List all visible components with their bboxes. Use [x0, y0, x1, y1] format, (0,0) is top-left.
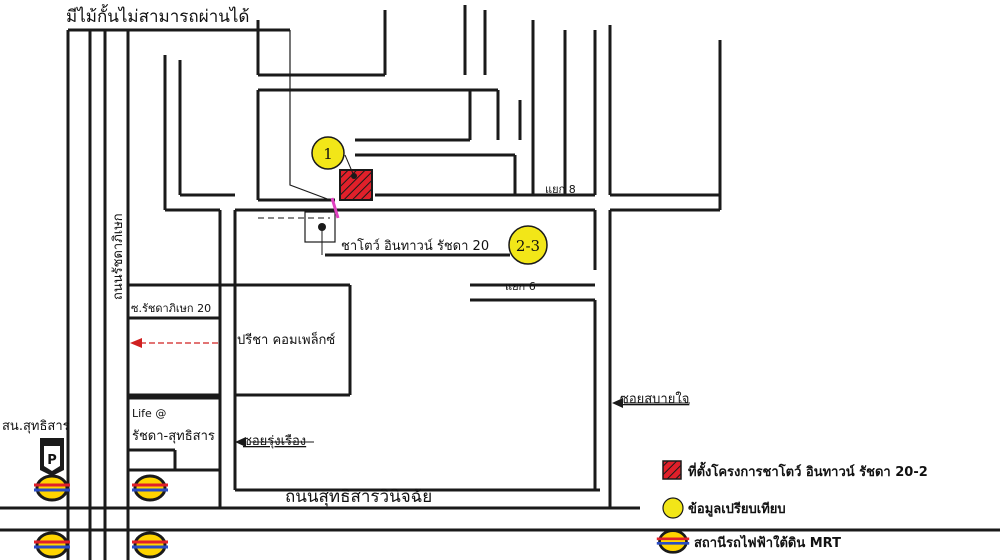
direction-arrows: [130, 338, 690, 447]
preecha-complex-label: ปรีชา คอมเพล็กซ์: [237, 330, 335, 348]
comparison-circle-icon: [662, 497, 684, 519]
mrt-station-icon: [32, 531, 72, 559]
yaek-8-label: แยก 8: [545, 183, 576, 196]
life-label-line1: Life @: [132, 407, 166, 420]
road-network: [0, 5, 1000, 560]
site-box: [304, 211, 336, 243]
soi-ratchada-20-label: ซ.รัชดาภิเษก 20: [131, 302, 211, 315]
mrt-station-icon: [130, 474, 170, 502]
legend-item-comparison: ข้อมูลเปรียบเทียบ: [688, 501, 786, 517]
legend-item-project: ที่ตั้งโครงการชาโตว์ อินทาวน์ รัชดา 20-2: [688, 461, 928, 480]
comparison-circle-icon: [508, 225, 548, 265]
barrier-note-label: มีไม้กั้นไม่สามารถผ่านได้: [66, 4, 249, 27]
mrt-station-icon: [32, 474, 72, 502]
mrt-station-icon: [130, 531, 170, 559]
comparison-circle-icon: [311, 136, 345, 170]
legend: ที่ตั้งโครงการชาโตว์ อินทาวน์ รัชดา 20-2…: [655, 460, 928, 554]
project-location-square-icon: [662, 460, 682, 480]
soi-sabai-jai-label: ซอยสบายใจ: [620, 391, 689, 407]
soi-rung-ruang-label: ซอยรุ่งเรือง: [243, 433, 306, 449]
barrier-route: [330, 197, 340, 219]
marker-1-pointer: [344, 154, 355, 177]
ratchadaphisek-road-label: ถนนรัชดาภิเษก: [111, 213, 126, 300]
mrt-station-icon: [655, 529, 691, 554]
yaek-6-label: แยก 6: [505, 280, 536, 293]
parking-icon: P: [40, 438, 64, 476]
life-label-line2: รัชดา-สุทธิสาร: [132, 429, 215, 444]
sutthisan-station-label: สน.สุทธิสาร: [2, 419, 70, 434]
barrier-pointer: [289, 30, 331, 201]
sutthisan-road-label: ถนนสุทธิสารวินิจฉัย: [285, 487, 432, 507]
chateau-label: ชาโตว์ อินทาวน์ รัชดา 20: [341, 238, 489, 254]
parking-letter: P: [47, 453, 57, 468]
marker-2-3-label: 2-3: [516, 237, 540, 255]
marker-1-label: 1: [323, 145, 333, 163]
legend-item-mrt: สถานีรถไฟฟ้าใต้ดิน MRT: [694, 534, 841, 551]
